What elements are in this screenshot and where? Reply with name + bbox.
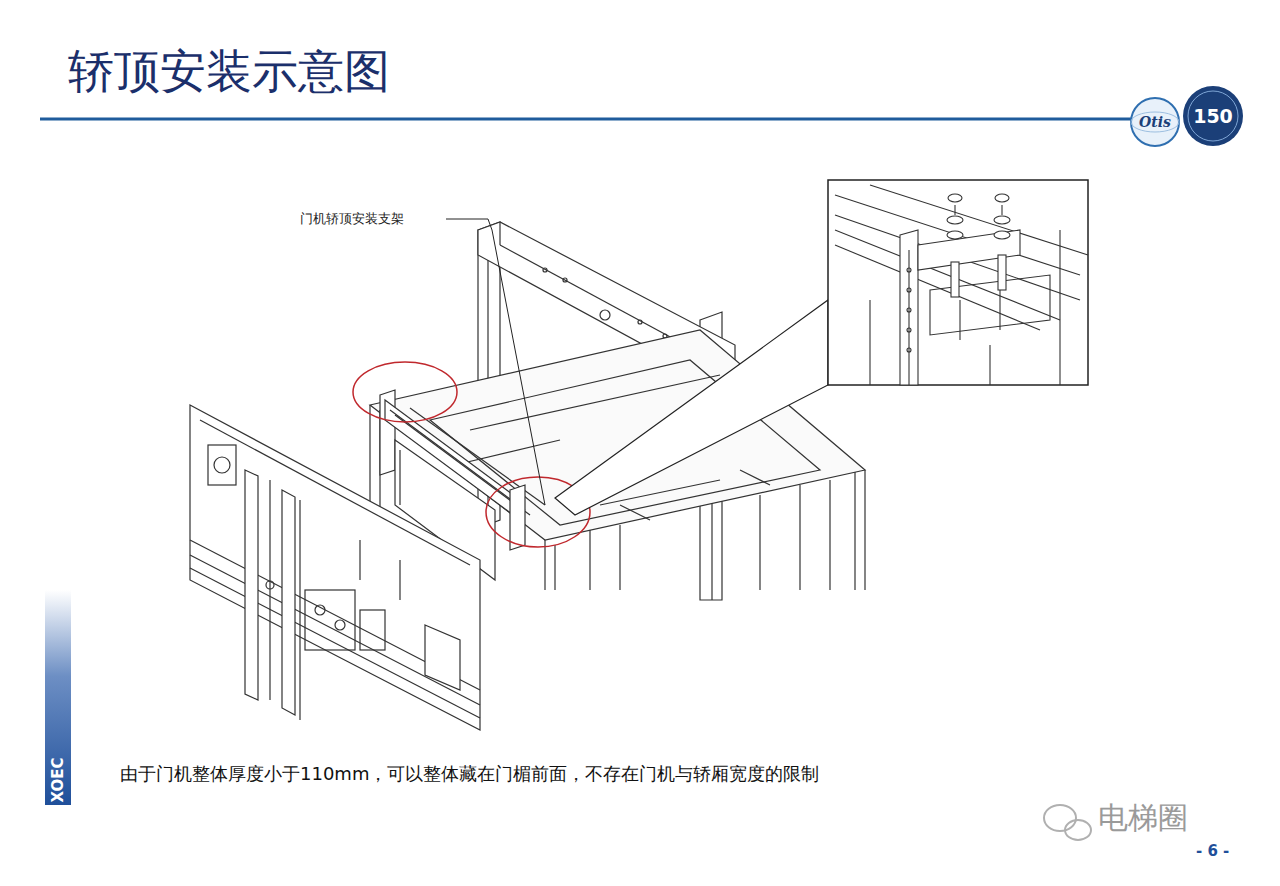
wechat-icon (1044, 805, 1091, 840)
header-rule (40, 118, 1140, 121)
logo-text: 150 (1193, 105, 1233, 128)
slide-title: 轿顶安装示意图 (68, 44, 390, 99)
logo-text: Otis (1139, 114, 1171, 131)
slide-caption: 由于门机整体厚度小于110mm，可以整体藏在门楣前面，不存在门机与轿厢宽度的限制 (120, 763, 819, 785)
leader-line (446, 219, 545, 505)
callout-circle (353, 362, 457, 422)
page-number: - 6 - (1196, 842, 1229, 860)
anniversary-logo (1183, 86, 1243, 146)
part-name: 门机轿顶安装支架 (300, 211, 404, 227)
otis-logo (1131, 98, 1179, 146)
zoom-wedge (555, 300, 828, 515)
car-drawing (190, 222, 865, 730)
side-bar (45, 590, 71, 805)
detail-inset (828, 180, 1088, 385)
otis-logo-band (1131, 112, 1179, 132)
side-tag: XOEC (49, 757, 67, 802)
watermark: 电梯圈 (1098, 800, 1188, 836)
anniversary-ring (1188, 91, 1238, 141)
